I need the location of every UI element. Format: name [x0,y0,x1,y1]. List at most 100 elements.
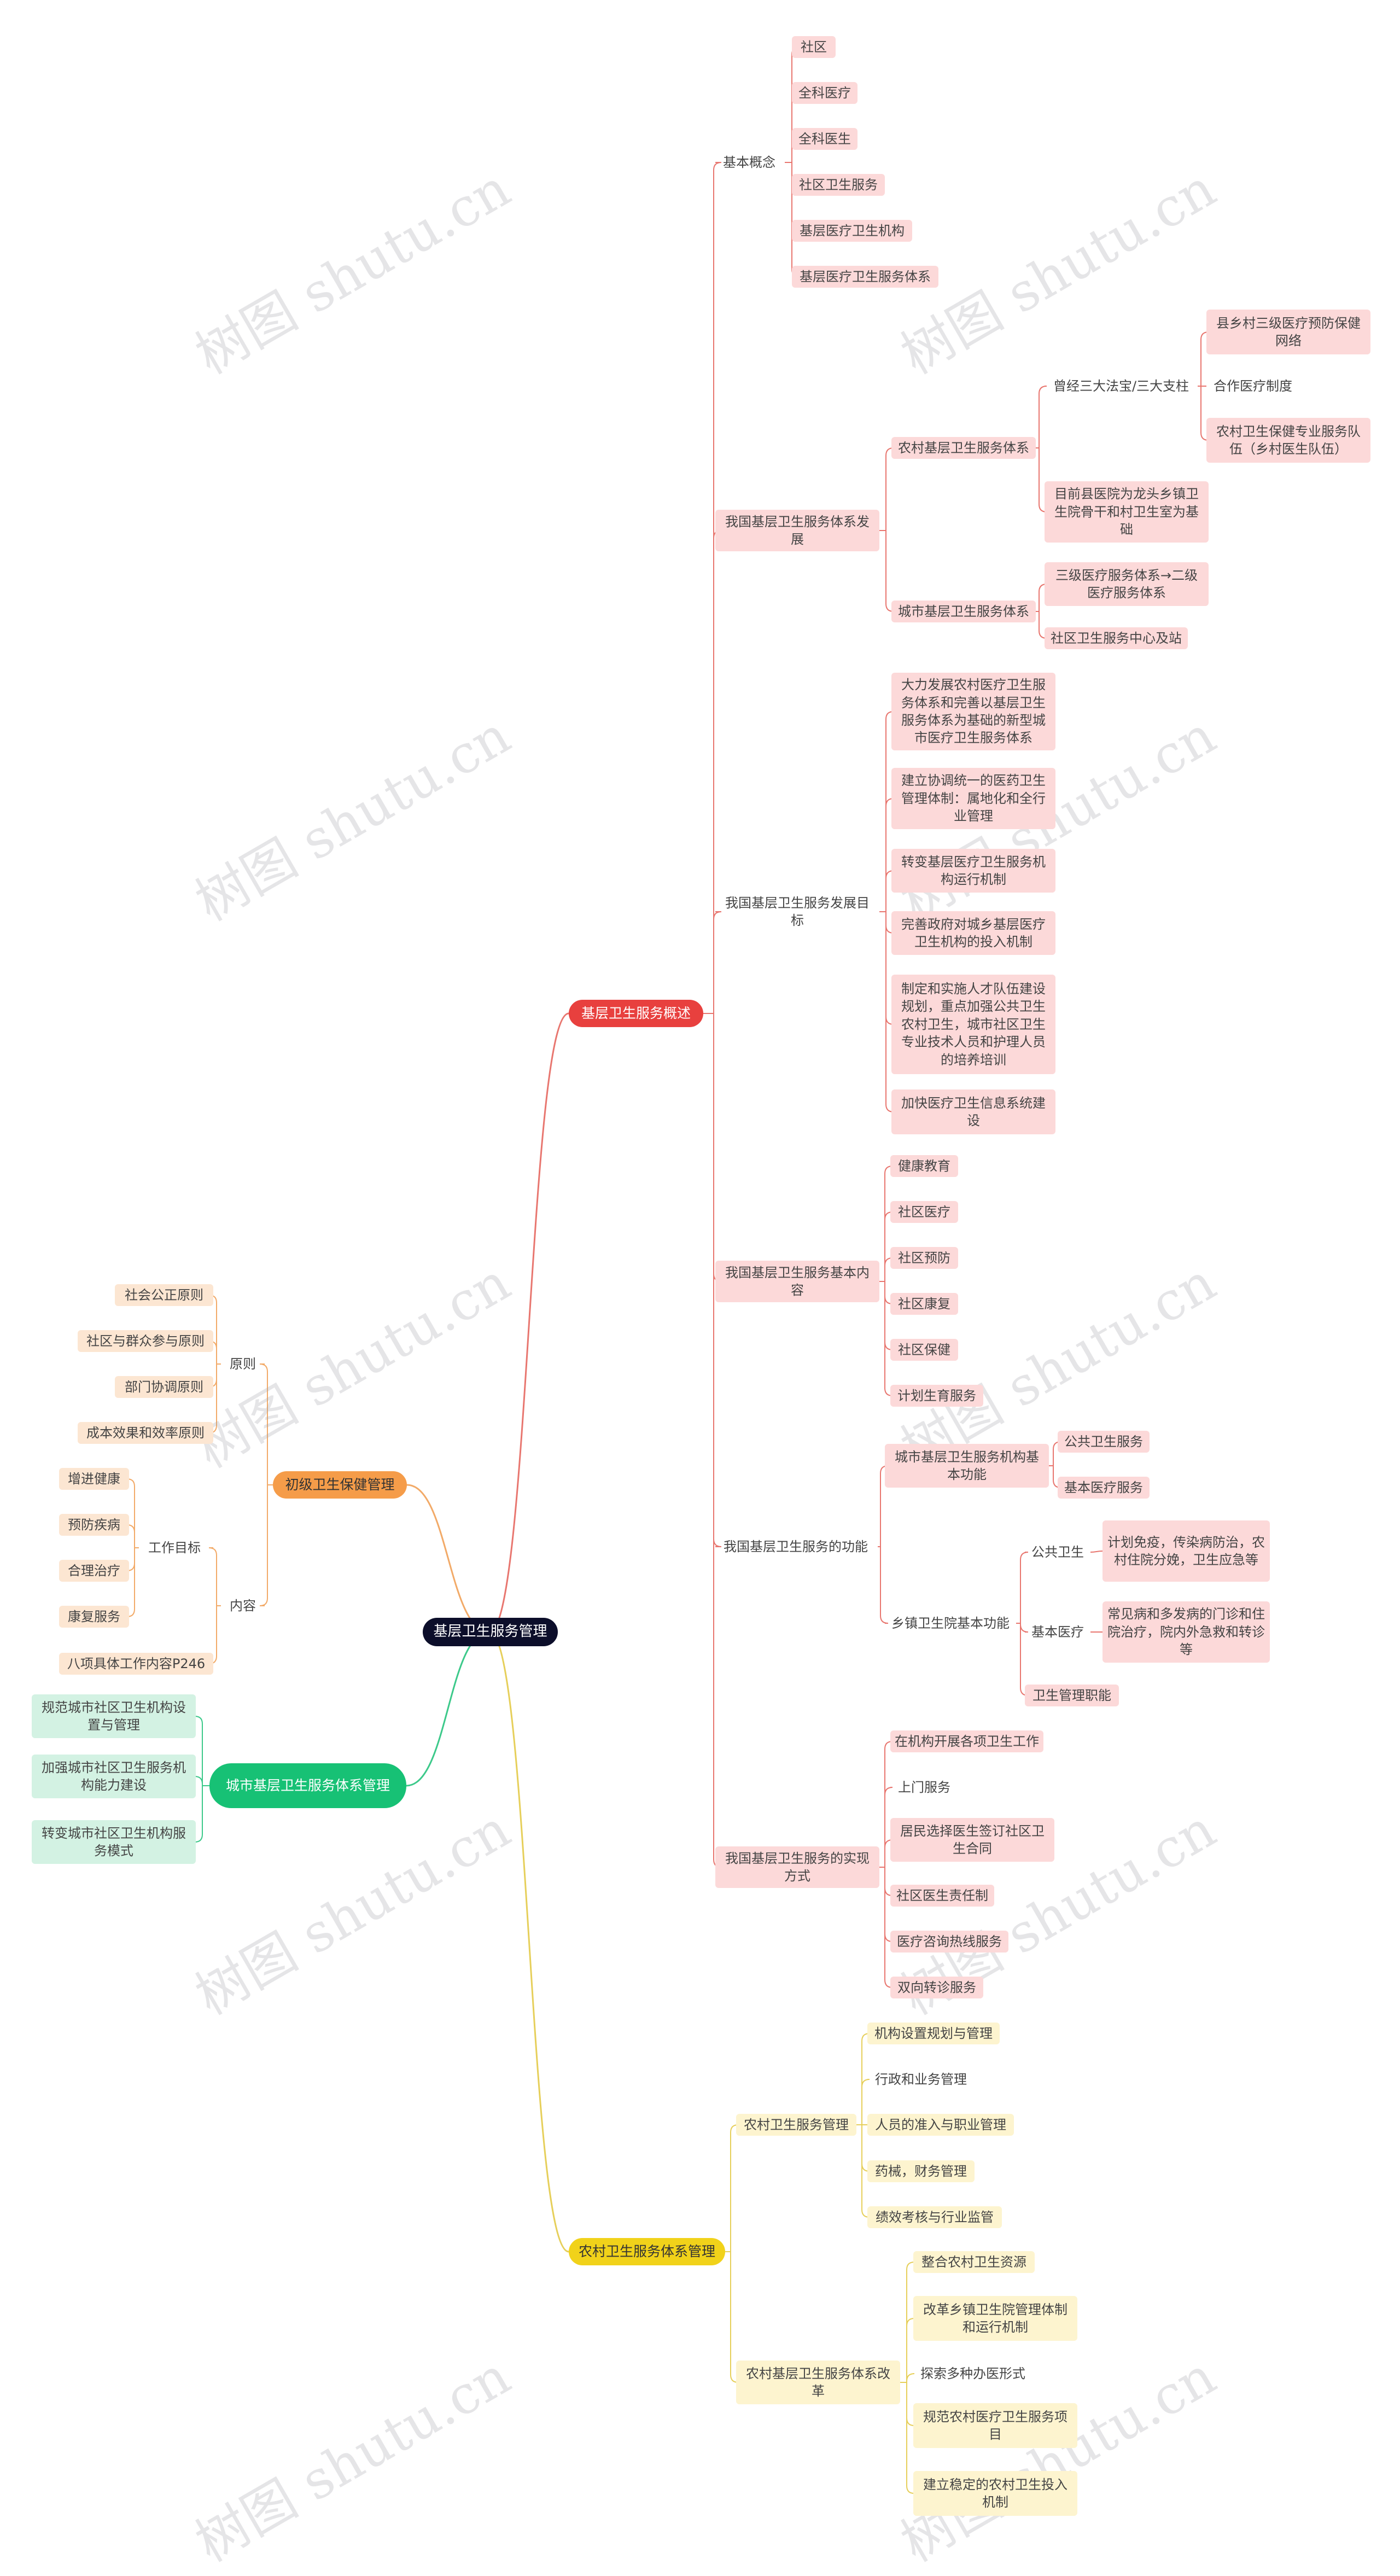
pillar-item[interactable]: 合作医疗制度 [1214,378,1292,394]
way-item[interactable]: 居民选择医生签订社区卫生合同 [890,1818,1054,1862]
connector-line [713,530,722,1013]
connector-line [713,911,722,1013]
work-goal-item[interactable]: 增进健康 [59,1468,129,1490]
node-rural-service-mgmt[interactable]: 农村卫生服务管理 [736,2114,856,2136]
branch-overview[interactable]: 基层卫生服务概述 [569,1000,703,1027]
node-functions[interactable]: 我国基层卫生服务的功能 [724,1538,868,1554]
urban-function-item[interactable]: 基本医疗服务 [1058,1477,1150,1499]
goal-item[interactable]: 加快医疗卫生信息系统建设 [891,1089,1055,1134]
root-node[interactable]: 基层卫生服务管理 [423,1618,558,1646]
basic-medical-detail[interactable]: 常见病和多发病的门诊和住院治疗，院内外急救和转诊等 [1102,1601,1270,1663]
connector-line [406,1484,490,1633]
goal-item[interactable]: 建立协调统一的医药卫生管理体制：属地化和全行业管理 [891,768,1055,829]
connector-line [208,1547,221,1606]
connector-line [126,1478,139,1548]
rural-reform-item[interactable]: 改革乡镇卫生院管理体制和运行机制 [913,2296,1077,2341]
goal-item[interactable]: 转变基层医疗卫生服务机构运行机制 [891,849,1055,893]
pillar-item[interactable]: 农村卫生保健专业服务队伍（乡村医生队伍） [1206,418,1370,463]
node-content[interactable]: 我国基层卫生服务基本内容 [715,1261,879,1302]
node-health-admin[interactable]: 卫生管理职能 [1025,1685,1119,1706]
concept-item[interactable]: 基层医疗卫生机构 [792,220,912,242]
goal-item[interactable]: 大力发展农村医疗卫生服务体系和完善以基层卫生服务体系为基础的新型城市医疗卫生服务… [891,673,1055,750]
node-public-health[interactable]: 公共卫生 [1031,1544,1084,1560]
branch-primary-care[interactable]: 初级卫生保健管理 [273,1471,407,1499]
work-goal-item[interactable]: 合理治疗 [59,1560,129,1582]
node-rural-reform[interactable]: 农村基层卫生服务体系改革 [736,2361,900,2404]
principle-item[interactable]: 部门协调原则 [115,1376,213,1398]
content-item[interactable]: 社区保健 [890,1339,958,1361]
node-basic-concepts[interactable]: 基本概念 [723,154,775,170]
node-rural-system[interactable]: 农村基层卫生服务体系 [891,437,1036,459]
public-health-detail[interactable]: 计划免疫，传染病防治，农村住院分娩，卫生应急等 [1102,1520,1270,1582]
content-item[interactable]: 计划生育服务 [890,1385,983,1407]
goal-item[interactable]: 完善政府对城乡基层医疗卫生机构的投入机制 [891,911,1055,955]
branch-rural-management[interactable]: 农村卫生服务体系管理 [569,2238,725,2265]
node-three-pillars[interactable]: 曾经三大法宝/三大支柱 [1053,378,1189,394]
content-item[interactable]: 社区医疗 [890,1201,958,1223]
way-item[interactable]: 医疗咨询热线服务 [890,1931,1008,1953]
concept-item[interactable]: 全科医疗 [792,82,858,104]
connector-line [884,1787,893,1867]
rural-mgmt-item[interactable]: 药械，财务管理 [867,2160,975,2182]
node-urban-functions[interactable]: 城市基层卫生服务机构基本功能 [885,1444,1049,1488]
concept-item[interactable]: 社区卫生服务 [792,174,885,196]
way-item[interactable]: 双向转诊服务 [890,1977,983,1998]
connector-line [730,2124,739,2252]
branch-urban-management[interactable]: 城市基层卫生服务体系管理 [209,1763,406,1808]
connector-line [713,162,722,1013]
rural-mgmt-item[interactable]: 人员的准入与职业管理 [867,2114,1014,2136]
node-goals[interactable]: 我国基层卫生服务发展目标 [725,895,870,928]
rural-mgmt-item[interactable]: 绩效考核与行业监管 [867,2206,1002,2228]
connector-line [1020,1552,1029,1623]
way-item[interactable]: 社区医生责任制 [890,1885,994,1907]
connector-line [126,1547,139,1617]
node-ways[interactable]: 我国基层卫生服务的实现方式 [715,1846,879,1888]
node-eight-tasks[interactable]: 八项具体工作内容P246 [59,1653,213,1675]
node-basic-medical[interactable]: 基本医疗 [1031,1624,1084,1640]
connector-line [885,531,894,612]
node-development[interactable]: 我国基层卫生服务体系发展 [715,510,879,551]
concept-item[interactable]: 基层医疗卫生服务体系 [792,266,938,288]
way-item[interactable]: 在机构开展各项卫生工作 [890,1730,1043,1752]
node-primary-content[interactable]: 内容 [230,1598,256,1613]
urban-mgmt-item[interactable]: 规范城市社区卫生机构设置与管理 [32,1694,196,1738]
content-item[interactable]: 社区康复 [890,1293,958,1315]
pillar-item[interactable]: 县乡村三级医疗预防保健网络 [1206,310,1370,354]
urban-system-item[interactable]: 三级医疗服务体系→二级医疗服务体系 [1045,562,1209,606]
principle-item[interactable]: 社会公正原则 [115,1284,213,1306]
principle-item[interactable]: 成本效果和效率原则 [78,1422,213,1444]
connector-line [713,1013,722,1868]
rural-reform-item[interactable]: 建立稳定的农村卫生投入机制 [913,2471,1077,2516]
urban-mgmt-item[interactable]: 加强城市社区卫生服务机构能力建设 [32,1755,196,1798]
rural-reform-item[interactable]: 探索多种办医形式 [920,2365,1025,2381]
connector-line [259,1484,273,1606]
rural-mgmt-item[interactable]: 机构设置规划与管理 [867,2023,1000,2044]
connector-line [861,2079,870,2125]
rural-reform-item[interactable]: 规范农村医疗卫生服务项目 [913,2403,1077,2448]
connector-line [880,1547,889,1624]
connector-line [713,1013,722,1282]
node-work-goals[interactable]: 工作目标 [148,1540,201,1555]
node-urban-system[interactable]: 城市基层卫生服务体系 [891,601,1036,622]
content-item[interactable]: 健康教育 [890,1155,958,1177]
connector-line [406,1631,490,1787]
node-township-functions[interactable]: 乡镇卫生院基本功能 [891,1615,1010,1631]
node-current-structure[interactable]: 目前县医院为龙头乡镇卫生院骨干和村卫生室为基础 [1045,481,1209,543]
urban-mgmt-item[interactable]: 转变城市社区卫生机构服务模式 [32,1820,196,1864]
work-goal-item[interactable]: 预防疾病 [59,1514,129,1536]
content-item[interactable]: 社区预防 [890,1247,958,1269]
urban-system-item[interactable]: 社区卫生服务中心及站 [1045,627,1188,649]
way-item[interactable]: 上门服务 [898,1779,950,1795]
connector-line [1090,1551,1103,1553]
rural-reform-item[interactable]: 整合农村卫生资源 [913,2251,1035,2273]
concept-item[interactable]: 全科医生 [792,128,858,150]
urban-function-item[interactable]: 公共卫生服务 [1058,1431,1150,1453]
node-principles[interactable]: 原则 [230,1356,256,1372]
goal-item[interactable]: 制定和实施人才队伍建设规划，重点加强公共卫生农村卫生，城市社区卫生专业技术人员和… [891,975,1055,1074]
connector-line [1039,386,1047,448]
rural-mgmt-item[interactable]: 行政和业务管理 [875,2071,967,2087]
principle-item[interactable]: 社区与群众参与原则 [78,1330,213,1352]
concept-item[interactable]: 社区 [792,36,836,58]
work-goal-item[interactable]: 康复服务 [59,1606,129,1628]
connector-line [489,1631,569,2253]
